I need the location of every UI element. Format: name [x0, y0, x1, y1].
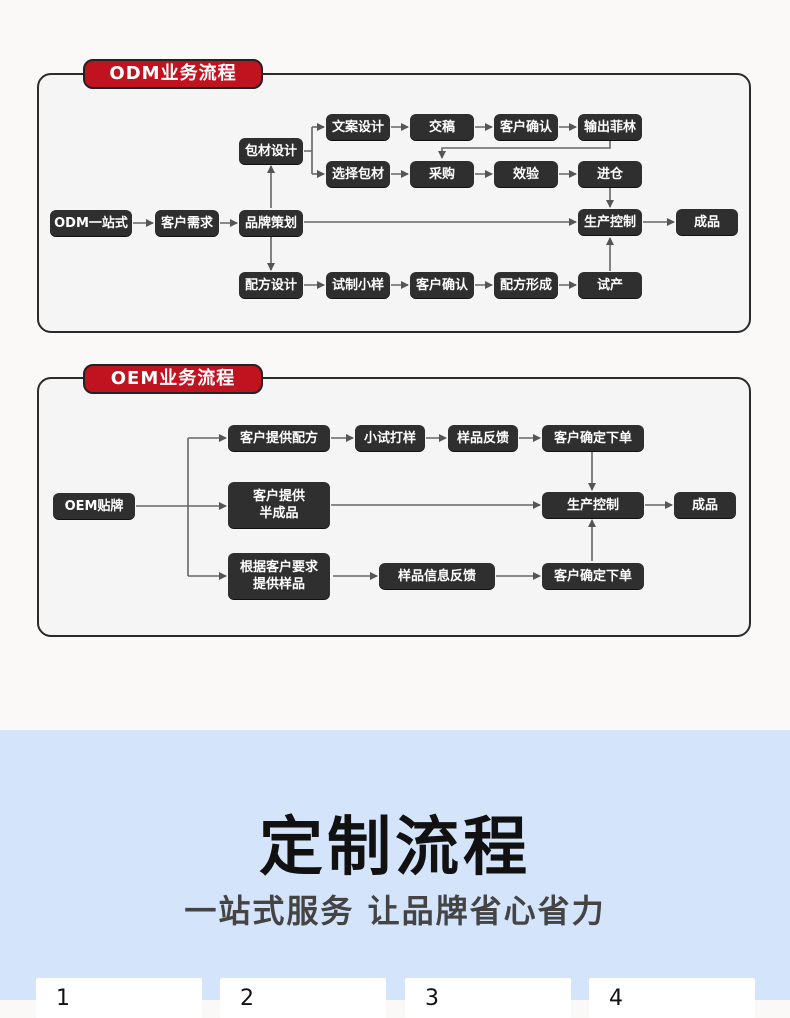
step-number: 3 [425, 986, 439, 1011]
step-number: 2 [240, 986, 254, 1011]
process-step-card: 4 [589, 978, 755, 1018]
oem-node-sample-by-request: 根据客户要求 提供样品 [228, 553, 330, 599]
process-step-card: 2 [220, 978, 386, 1018]
odm-node-verify: 效验 [494, 161, 558, 187]
oem-section-title: OEM业务流程 [83, 364, 263, 394]
odm-node-customer-demand: 客户需求 [155, 210, 219, 236]
oem-node-order-confirm-bottom: 客户确定下单 [542, 563, 644, 589]
odm-node-warehouse: 进仓 [578, 161, 642, 187]
flow-connectors [133, 123, 675, 580]
process-step-card: 3 [405, 978, 571, 1018]
process-step-card: 1 [36, 978, 202, 1018]
odm-bracket-packaging [304, 127, 313, 174]
oem-node-sample-feedback: 样品反馈 [448, 425, 518, 451]
oem-node-customer-formula: 客户提供配方 [228, 425, 330, 451]
odm-node-formula-finalized: 配方形成 [494, 272, 558, 298]
odm-node-finished-product: 成品 [676, 209, 738, 235]
oem-node-sample-info-feedback: 样品信息反馈 [379, 563, 495, 589]
odm-node-purchase: 采购 [410, 161, 474, 187]
process-subtitle: 一站式服务 让品牌省心省力 [184, 892, 606, 930]
oem-node-production-control: 生产控制 [542, 492, 644, 518]
custom-process-section [0, 730, 790, 1000]
odm-node-trial-production: 试产 [578, 272, 642, 298]
odm-node-copy-design: 文案设计 [326, 114, 390, 140]
oem-node-finished-product: 成品 [674, 492, 736, 518]
process-title: 定制流程 [259, 811, 531, 885]
step-number: 4 [609, 986, 623, 1011]
odm-node-brand-planning: 品牌策划 [239, 210, 303, 236]
odm-node-output-film: 输出菲林 [578, 114, 642, 140]
oem-node-order-confirm-top: 客户确定下单 [542, 425, 644, 451]
odm-node-production-control: 生产控制 [578, 209, 642, 235]
odm-node-submit-draft: 交稿 [410, 114, 474, 140]
odm-node-customer-confirm-bottom: 客户确认 [410, 272, 474, 298]
odm-node-trial-sample: 试制小样 [326, 272, 390, 298]
oem-node-small-trial: 小试打样 [355, 425, 425, 451]
step-number: 1 [56, 986, 70, 1011]
odm-node-formula-design: 配方设计 [239, 272, 303, 298]
odm-arrow-film-to-purchase [438, 141, 611, 159]
oem-node-oem-label: OEM贴牌 [53, 493, 135, 519]
odm-node-customer-confirm-top: 客户确认 [494, 114, 558, 140]
odm-node-packaging-design: 包材设计 [239, 138, 303, 164]
odm-node-onestop: ODM一站式 [50, 210, 132, 236]
odm-section-title: ODM业务流程 [83, 59, 263, 89]
odm-node-select-packaging: 选择包材 [326, 161, 390, 187]
oem-node-semi-finished: 客户提供 半成品 [228, 482, 330, 528]
